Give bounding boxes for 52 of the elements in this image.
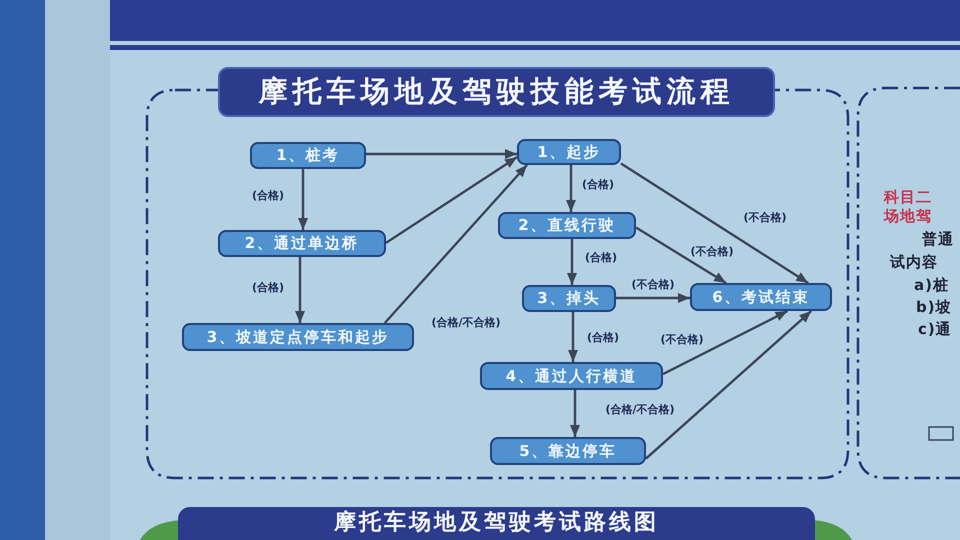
process-box: [498, 212, 636, 239]
arrow: [567, 239, 577, 285]
step-label: 6、考试结束: [712, 288, 810, 306]
arrow: [645, 310, 812, 460]
edge-label: (不合格): [660, 334, 704, 346]
arrow: [616, 293, 690, 303]
edge-label: (合格): [582, 178, 614, 192]
arrow: [635, 226, 727, 284]
edge-label: (合格): [252, 282, 284, 294]
edge-label: (不合格): [631, 278, 675, 292]
step-label: 3、坡道定点停车和起步: [206, 328, 390, 346]
process-box: [690, 283, 832, 311]
panel-text: 普通: [922, 231, 954, 248]
arrow: [384, 164, 528, 324]
process-box: [182, 323, 414, 351]
arrow: [662, 310, 788, 376]
process-box: [218, 230, 386, 257]
title-text: 摩托车场地及驾驶技能考试流程: [258, 76, 734, 108]
edge-label: (合格/不合格): [605, 404, 675, 416]
panel-text: 场地驾: [884, 208, 932, 224]
arrow: [385, 156, 518, 244]
arrow: [298, 169, 308, 230]
section-title: 摩托车场地及驾驶考试路线图: [334, 511, 659, 536]
step-label: 2、通过单边桥: [244, 235, 360, 252]
edge-label: (合格): [586, 332, 620, 344]
process-box: [490, 437, 646, 465]
panel-text: b)坡: [916, 299, 952, 316]
arrow: [570, 390, 580, 437]
edge-label: (不合格): [743, 212, 787, 224]
process-box: [480, 362, 663, 390]
arrow: [568, 312, 578, 362]
step-label: 2、直线行驶: [518, 217, 616, 234]
process-box: [522, 285, 616, 312]
panel-text: 科目二: [884, 189, 932, 206]
arrow: [620, 162, 809, 284]
edge-label: (合格/不合格): [431, 316, 501, 330]
step-label: 1、起步: [537, 144, 601, 160]
panel-text: a)桩: [914, 277, 949, 294]
panel-text: c)通: [918, 321, 952, 338]
arrow: [566, 165, 576, 212]
step-label: 4、通过人行横道: [506, 368, 638, 384]
step-label: 5、靠边停车: [519, 442, 617, 460]
process-box: [517, 139, 621, 165]
panel-text: 试内容: [890, 254, 938, 270]
arrow: [295, 257, 305, 323]
step-label: 1、桩考: [276, 147, 340, 164]
edge-label: (合格): [584, 252, 618, 264]
arrow: [366, 149, 517, 159]
edge-label: (合格): [252, 190, 284, 202]
process-box: [250, 142, 366, 169]
step-label: 3、掉头: [537, 290, 601, 307]
edge-label: (不合格): [690, 246, 734, 258]
